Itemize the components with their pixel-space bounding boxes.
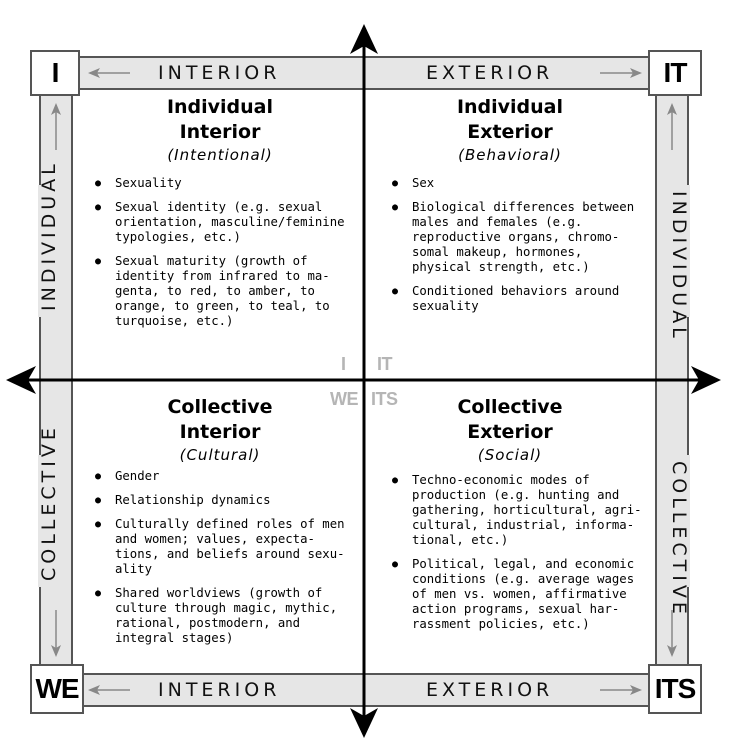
center-label-its: ITS	[371, 389, 398, 409]
item-line: somal makeup, hormones,	[412, 245, 583, 259]
item-line: Sexual maturity (growth of	[115, 254, 308, 268]
item-line: reproductive organs, chromo-	[412, 230, 620, 244]
top-exterior-label: EXTERIOR	[420, 62, 560, 84]
item-line: males and females (e.g.	[412, 215, 583, 229]
item-line: production (e.g. hunting and	[412, 488, 620, 502]
quadrant-lr-heading: Collective Exterior (Social)	[410, 395, 610, 466]
quadrant-ul-title-2: Interior	[179, 121, 261, 143]
right-collective-label: COLLECTIVE	[668, 455, 690, 618]
item-line: orange, to green, to teal, to	[115, 299, 330, 313]
item-line: integral stages)	[115, 631, 234, 645]
item-line: conditions (e.g. average wages	[412, 572, 635, 586]
corner-we: WE	[30, 664, 84, 714]
item-line: action programs, sexual har-	[412, 602, 620, 616]
quadrant-ll-list: GenderRelationship dynamicsCulturally de…	[95, 469, 357, 655]
center-label-i: I	[341, 354, 346, 374]
item-line: Gender	[115, 469, 160, 483]
corner-it: IT	[648, 50, 702, 96]
item-line: Sexuality	[115, 176, 182, 190]
quadrant-ul-list: SexualitySexual identity (e.g. sexualori…	[95, 176, 357, 338]
item-line: and women; values, expecta-	[115, 532, 315, 546]
quadrant-lr-subtitle: (Social)	[477, 446, 543, 464]
bottom-exterior-label: EXTERIOR	[420, 679, 560, 701]
item-line: ality	[115, 562, 153, 576]
left-collective-label: COLLECTIVE	[38, 424, 60, 587]
quadrant-ul-title-1: Individual	[166, 96, 274, 118]
axis-arrowhead-down	[350, 708, 378, 738]
quadrant-ul-heading: Individual Interior (Intentional)	[120, 95, 320, 166]
item-line: Political, legal, and economic	[412, 557, 635, 571]
item-line: turquoise, etc.)	[115, 314, 234, 328]
item-line: gathering, horticultural, agri-	[412, 503, 642, 517]
item-line: identity from infrared to ma-	[115, 269, 330, 283]
quadrant-ll-heading: Collective Interior (Cultural)	[120, 395, 320, 466]
item-line: of men vs. women, affirmative	[412, 587, 627, 601]
item-line: tions, and beliefs around sexu-	[115, 547, 345, 561]
quadrant-lr-item: Political, legal, and economicconditions…	[392, 557, 654, 632]
quadrant-ll-item: Relationship dynamics	[95, 493, 357, 508]
right-individual-label: INDIVIDUAL	[668, 185, 690, 342]
axis-arrowhead-left	[6, 366, 36, 394]
item-line: rational, postmodern, and	[115, 616, 301, 630]
top-interior-label: INTERIOR	[152, 62, 287, 84]
item-line: sexuality	[412, 299, 479, 313]
quadrant-ur-title-2: Exterior	[467, 121, 553, 143]
center-label-it: IT	[377, 354, 393, 374]
center-label-we: WE	[330, 389, 359, 409]
item-line: tional, etc.)	[412, 533, 509, 547]
bottom-interior-label: INTERIOR	[152, 679, 287, 701]
item-line: orientation, masculine/feminine	[115, 215, 345, 229]
quadrant-lr-title-1: Collective	[457, 396, 563, 418]
quadrant-ur-title-1: Individual	[456, 96, 564, 118]
item-line: genta, to red, to amber, to	[115, 284, 315, 298]
left-individual-label: INDIVIDUAL	[38, 160, 60, 317]
item-line: Biological differences between	[412, 200, 635, 214]
item-line: physical strength, etc.)	[412, 260, 590, 274]
quadrant-ur-subtitle: (Behavioral)	[458, 146, 562, 164]
quadrant-ur-heading: Individual Exterior (Behavioral)	[410, 95, 610, 166]
quadrant-ul-item: Sexual identity (e.g. sexualorientation,…	[95, 200, 357, 245]
axis-arrowhead-up	[350, 24, 378, 54]
quadrant-ul-subtitle: (Intentional)	[167, 146, 273, 164]
item-line: rassment policies, etc.)	[412, 617, 590, 631]
item-line: Shared worldviews (growth of	[115, 586, 323, 600]
quadrant-ll-item: Gender	[95, 469, 357, 484]
axis-arrowhead-right	[691, 366, 721, 394]
item-line: typologies, etc.)	[115, 230, 241, 244]
item-line: culture through magic, mythic,	[115, 601, 338, 615]
corner-i: I	[30, 50, 80, 96]
quadrant-ll-subtitle: (Cultural)	[179, 446, 261, 464]
corner-its: ITS	[648, 664, 702, 714]
quadrant-ll-title-1: Collective	[167, 396, 273, 418]
item-line: Culturally defined roles of men	[115, 517, 345, 531]
item-line: Techno-economic modes of	[412, 473, 590, 487]
item-line: Conditioned behaviors around	[412, 284, 620, 298]
quadrant-ul-item: Sexuality	[95, 176, 357, 191]
item-line: Sexual identity (e.g. sexual	[115, 200, 323, 214]
quadrant-ll-title-2: Interior	[179, 421, 261, 443]
item-line: Sex	[412, 176, 435, 190]
quadrant-ur-item: Sex	[392, 176, 654, 191]
item-line: Relationship dynamics	[115, 493, 271, 507]
item-line: cultural, industrial, informa-	[412, 518, 635, 532]
quadrant-lr-title-2: Exterior	[467, 421, 553, 443]
